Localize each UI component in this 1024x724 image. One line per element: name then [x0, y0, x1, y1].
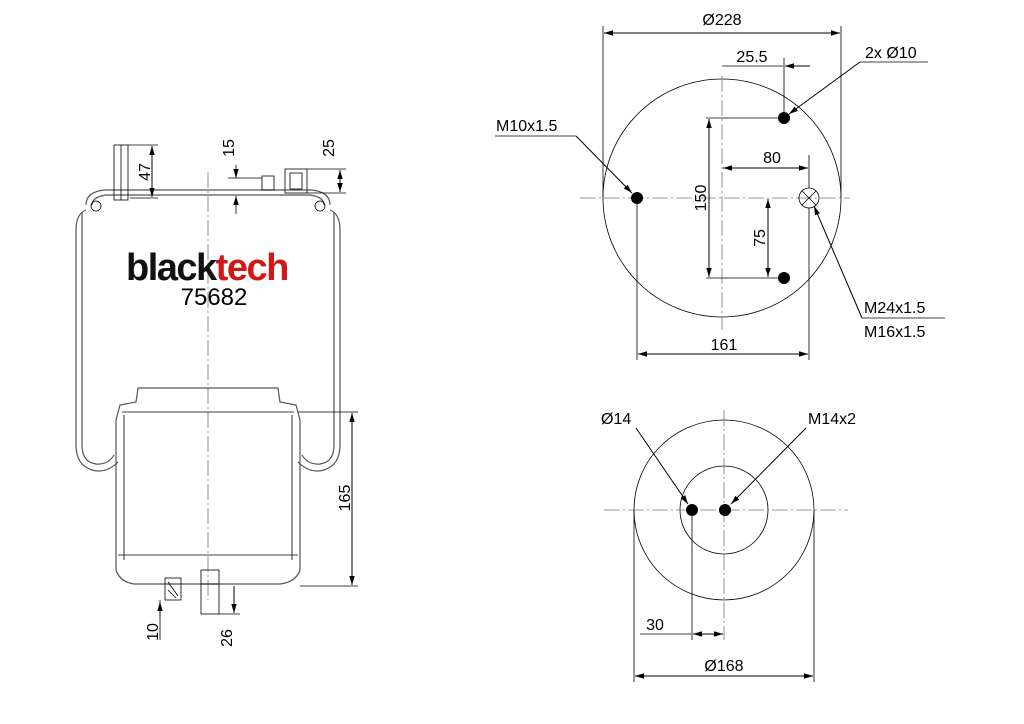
- label-thread-right-1: M24x1.5: [864, 300, 925, 317]
- bead-left: [90, 200, 102, 212]
- dim-spacing-75: 75: [752, 229, 769, 247]
- leader-2x-d10: [788, 61, 861, 115]
- air-fitting-bore: [289, 172, 303, 190]
- hole-m10-left: [631, 192, 643, 204]
- brand-name-part1: black: [126, 247, 218, 289]
- bellow-left-inner: [81, 212, 115, 465]
- bottom-stud-hatch: [167, 581, 179, 599]
- bellow-right-inner: [301, 212, 335, 465]
- brand-name-part2: tech: [216, 247, 288, 289]
- bottom-stud-right: [200, 569, 220, 615]
- dim-offset-25-5: 25.5: [736, 49, 767, 66]
- dim-bottom-stud: 10: [145, 623, 162, 641]
- piston-wall: [123, 415, 293, 560]
- leader-m24: [813, 205, 863, 319]
- bellow-right-outer: [297, 209, 341, 472]
- bead-right: [314, 200, 326, 212]
- dim-top-diameter: Ø228: [702, 12, 741, 29]
- side-view: 47 15 25 165 10 26 blacktech 75682: [75, 139, 358, 647]
- top-pin: [261, 175, 275, 191]
- bottom-stud-left: [164, 577, 182, 601]
- dim-offset-30: 30: [646, 617, 664, 634]
- hole-d14: [686, 504, 698, 516]
- brand-logo: blacktech: [126, 247, 288, 289]
- label-holes: 2x Ø10: [865, 45, 917, 62]
- dim-width-161: 161: [711, 337, 738, 354]
- label-thread: M14x2: [808, 411, 856, 428]
- bellow-left-outer: [75, 209, 119, 472]
- leader-d14: [635, 427, 689, 505]
- label-thread-left: M10x1.5: [496, 118, 557, 135]
- dim-bottom-fitting: 26: [219, 629, 236, 647]
- top-bead-plate-inner: [91, 194, 325, 206]
- dim-stud-offset: 15: [221, 139, 238, 157]
- piston-body: [115, 387, 301, 585]
- bottom-plate-view: Ø14 M14x2 30 Ø168: [601, 410, 856, 682]
- leader-m14: [730, 427, 807, 505]
- dim-bottom-diameter: Ø168: [704, 658, 743, 675]
- dim-fitting-height: 25: [321, 139, 338, 157]
- dim-piston-height: 165: [337, 485, 354, 512]
- label-thread-right-2: M16x1.5: [864, 324, 925, 341]
- label-hole-diameter: Ø14: [601, 411, 631, 428]
- dim-stud-height: 47: [137, 163, 154, 181]
- hole-m14: [719, 504, 731, 516]
- dim-spacing-150: 150: [693, 185, 710, 212]
- dim-spacing-80: 80: [763, 150, 781, 167]
- air-fitting: [284, 168, 308, 194]
- hole-m24-cross: [801, 190, 817, 206]
- part-number: 75682: [181, 284, 248, 311]
- leader-m10: [575, 135, 633, 194]
- top-plate-view: Ø228 25.5 2x Ø10 M10x1.5 150 80 75 M24x1…: [495, 12, 945, 360]
- top-bead-plate: [85, 189, 331, 206]
